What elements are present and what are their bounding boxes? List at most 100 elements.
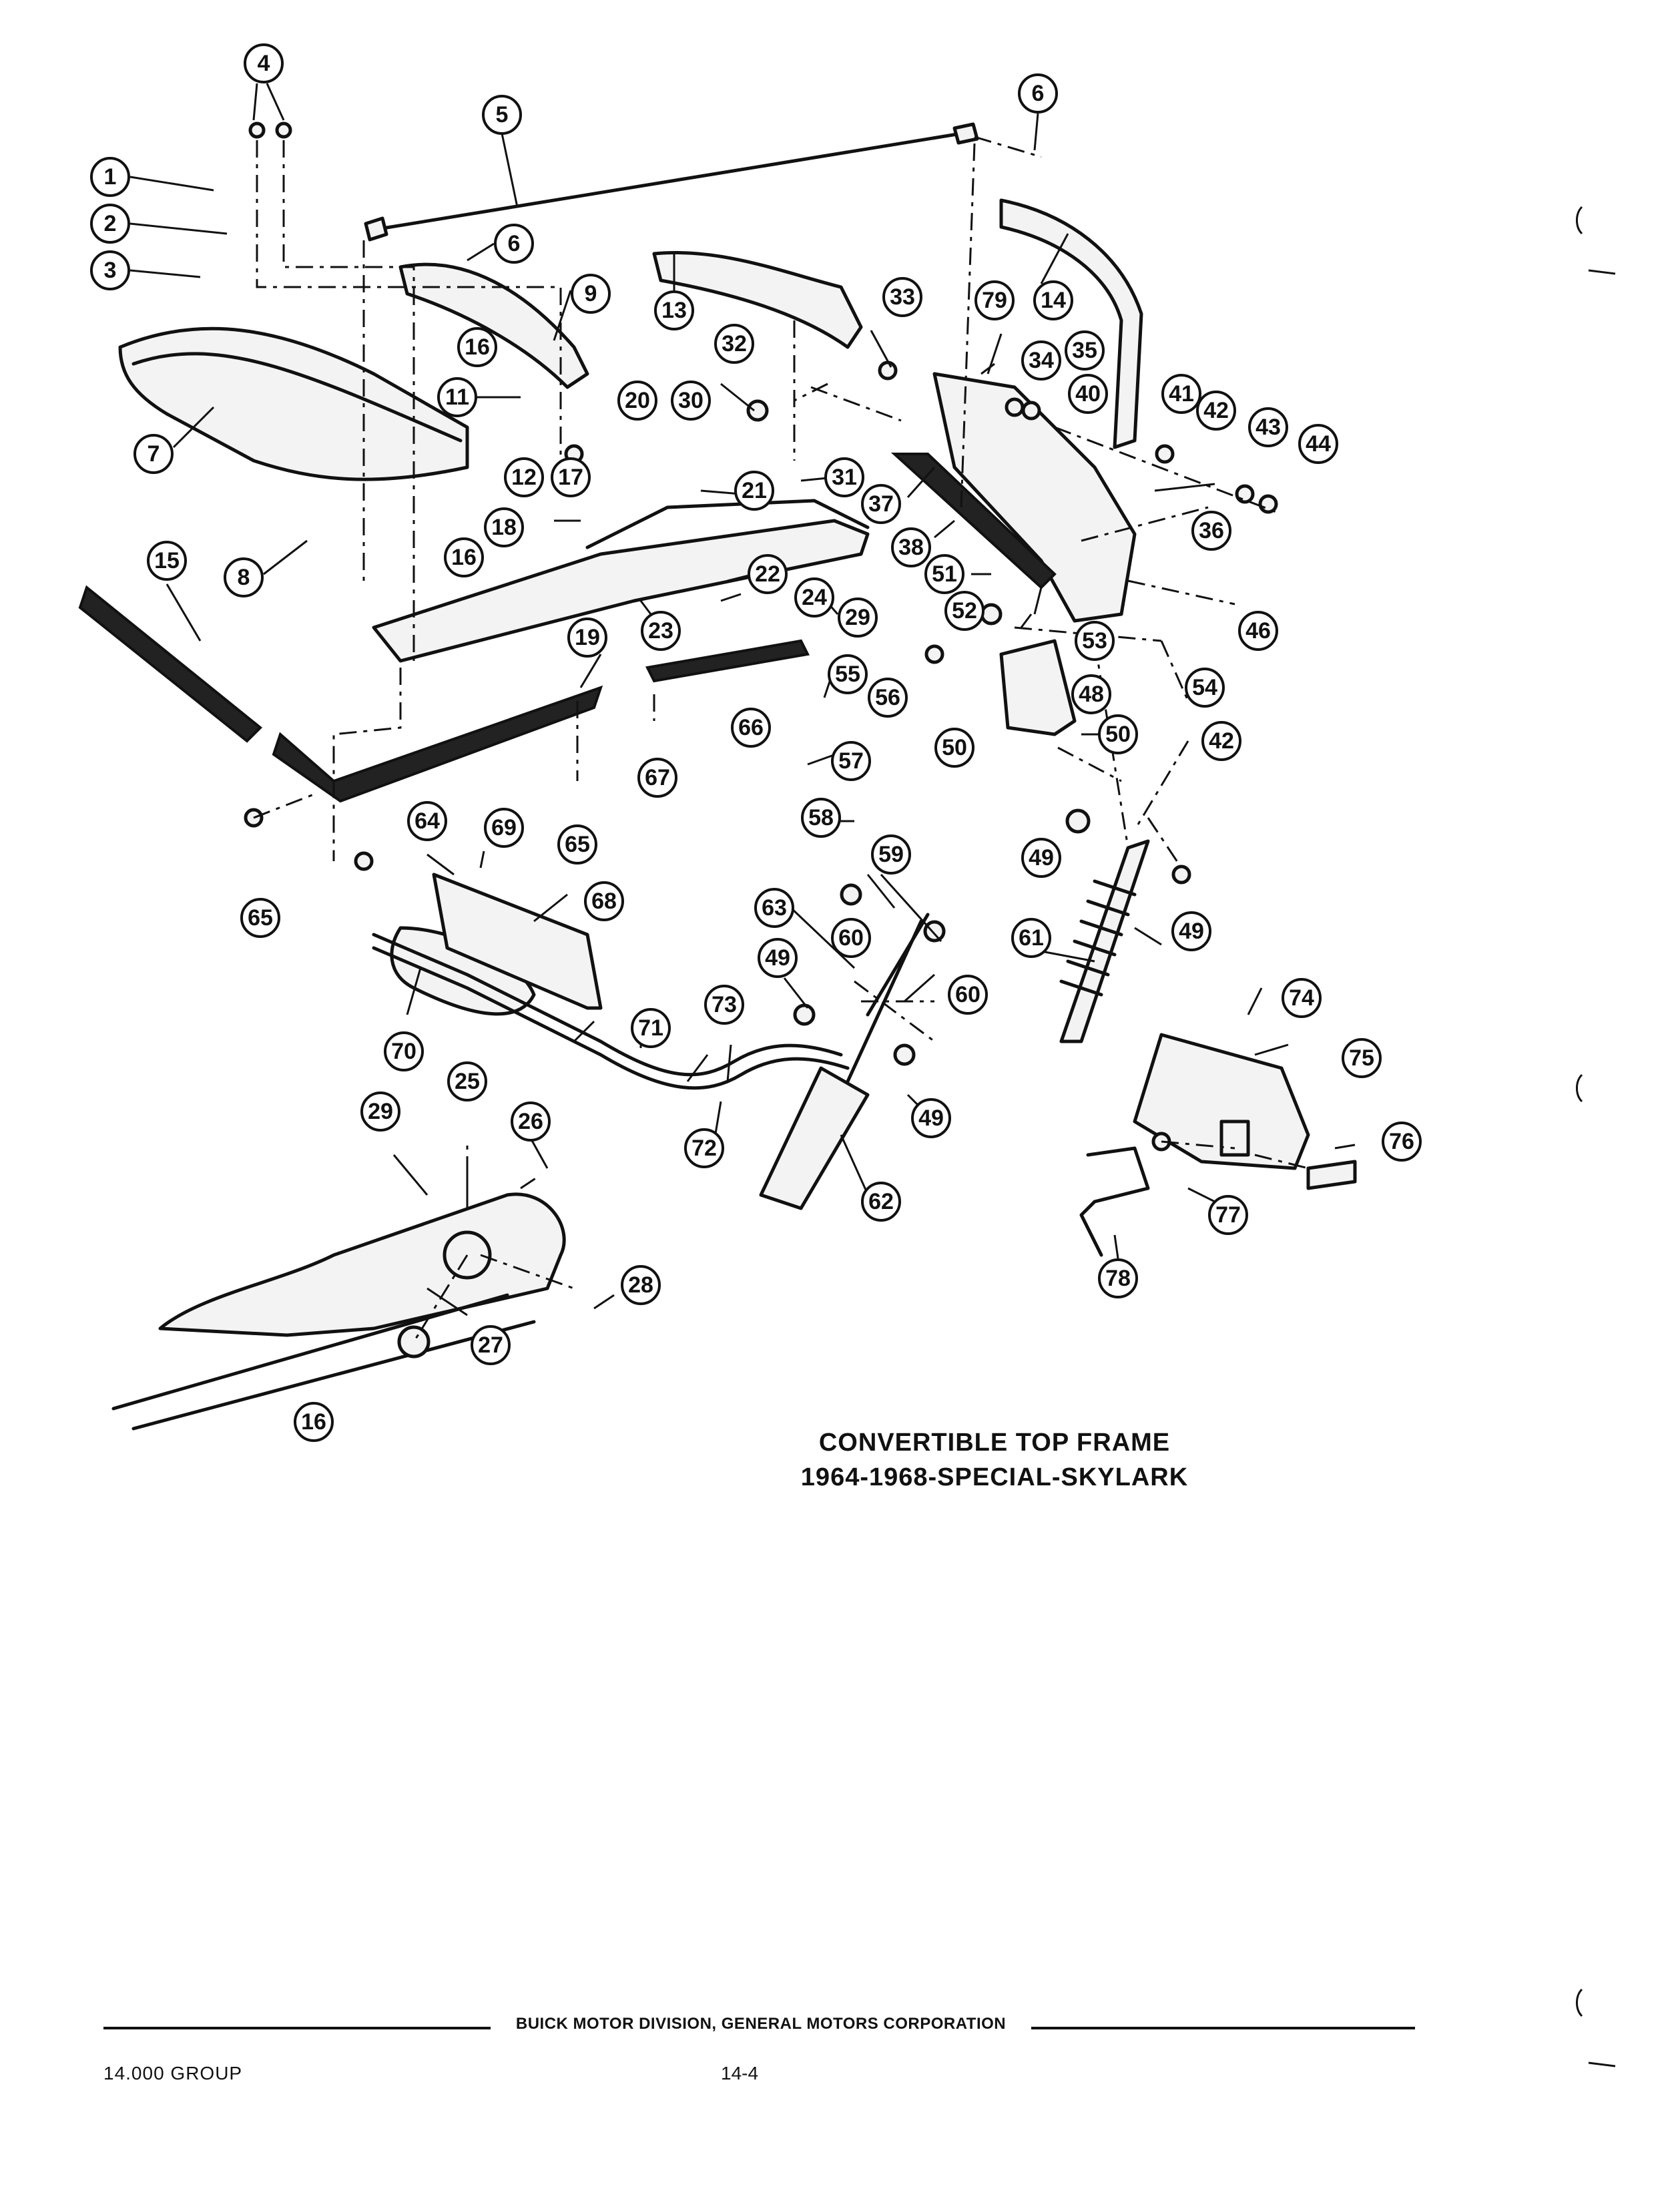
svg-text:56: 56: [875, 685, 900, 710]
callout-37: 37: [861, 484, 901, 524]
svg-text:31: 31: [832, 465, 857, 490]
svg-text:16: 16: [451, 545, 477, 570]
callout-11: 11: [437, 377, 477, 417]
link-rod: [866, 913, 930, 1017]
svg-text:77: 77: [1215, 1202, 1241, 1228]
callout-49-center: 49: [758, 938, 798, 978]
callout-3: 3: [90, 250, 130, 290]
svg-text:5: 5: [496, 102, 509, 128]
side-rail-front: [398, 262, 589, 389]
svg-text:20: 20: [625, 388, 650, 413]
svg-text:34: 34: [1029, 348, 1054, 373]
callout-44: 44: [1298, 424, 1338, 464]
svg-text:50: 50: [942, 735, 967, 760]
callout-38: 38: [891, 527, 931, 567]
callout-31: 31: [824, 457, 864, 497]
callout-28: 28: [621, 1265, 661, 1305]
svg-text:14: 14: [1041, 288, 1066, 313]
svg-text:53: 53: [1082, 628, 1107, 654]
callout-53: 53: [1075, 621, 1115, 661]
svg-text:66: 66: [738, 715, 764, 740]
svg-text:35: 35: [1072, 338, 1097, 363]
callout-16-lower: 16: [294, 1402, 334, 1442]
callout-77: 77: [1208, 1195, 1248, 1235]
callout-54: 54: [1185, 668, 1225, 708]
svg-text:19: 19: [575, 625, 600, 650]
svg-text:74: 74: [1289, 985, 1314, 1011]
bracket: [999, 639, 1077, 736]
svg-text:4: 4: [258, 51, 270, 76]
svg-text:49: 49: [918, 1106, 944, 1131]
switch-button: [1219, 1120, 1250, 1157]
svg-text:59: 59: [878, 842, 904, 867]
hydraulic-cylinder: [759, 1066, 870, 1210]
callout-75: 75: [1342, 1038, 1382, 1078]
callouts: 1 2 3 4 5 6 6 7 8 9 11 12 13 14 15 16 16…: [90, 43, 1422, 1442]
svg-text:2: 2: [104, 211, 117, 236]
hinge-detail: [158, 1192, 566, 1337]
callout-35: 35: [1065, 330, 1105, 371]
callout-16-middle: 16: [444, 537, 484, 577]
callout-13: 13: [654, 290, 694, 330]
svg-text:79: 79: [982, 288, 1007, 313]
svg-text:26: 26: [518, 1109, 543, 1134]
svg-text:37: 37: [868, 491, 894, 517]
svg-text:52: 52: [952, 598, 977, 624]
callout-61: 61: [1011, 918, 1051, 958]
callout-18: 18: [484, 507, 524, 547]
svg-text:48: 48: [1079, 682, 1104, 707]
callout-19: 19: [567, 618, 607, 658]
svg-text:7: 7: [148, 441, 160, 467]
callout-16-upper: 16: [457, 327, 497, 367]
callout-1: 1: [90, 157, 130, 197]
svg-text:72: 72: [691, 1136, 717, 1161]
svg-text:13: 13: [661, 298, 687, 323]
callout-50-right: 50: [1098, 714, 1138, 754]
callout-34: 34: [1021, 340, 1061, 381]
callout-68: 68: [584, 881, 624, 921]
svg-text:58: 58: [808, 805, 834, 830]
svg-text:46: 46: [1245, 618, 1271, 644]
callout-12: 12: [504, 457, 544, 497]
hydraulic-hoses: [372, 933, 843, 1077]
bushing: [397, 1325, 431, 1359]
svg-text:17: 17: [558, 465, 583, 490]
callout-48: 48: [1071, 674, 1111, 714]
rear-bow: [999, 198, 1143, 449]
callout-58: 58: [801, 798, 841, 838]
svg-text:18: 18: [491, 515, 517, 540]
svg-text:40: 40: [1075, 381, 1101, 407]
callout-42-upper: 42: [1196, 391, 1236, 431]
callout-76: 76: [1382, 1122, 1422, 1162]
callout-7: 7: [133, 434, 174, 474]
callout-41: 41: [1161, 374, 1201, 414]
svg-text:57: 57: [838, 748, 864, 774]
callout-49-cylinder: 49: [911, 1098, 951, 1138]
callout-6-upper: 6: [1018, 73, 1058, 113]
motor-cover: [432, 873, 603, 1010]
svg-text:38: 38: [898, 535, 924, 560]
weatherstrip-front: [78, 585, 262, 743]
callout-29-lower: 29: [360, 1091, 400, 1132]
callout-23: 23: [641, 611, 681, 651]
svg-text:44: 44: [1306, 431, 1331, 457]
svg-text:75: 75: [1349, 1045, 1374, 1071]
callout-78: 78: [1098, 1258, 1138, 1298]
callout-33: 33: [882, 277, 922, 317]
svg-text:12: 12: [511, 465, 537, 490]
svg-text:22: 22: [755, 561, 780, 587]
svg-text:62: 62: [868, 1189, 894, 1214]
callout-43: 43: [1248, 407, 1288, 447]
svg-text:71: 71: [638, 1015, 663, 1041]
callout-63: 63: [754, 888, 794, 928]
callout-leaders: [129, 83, 1356, 1316]
weatherstrip-center: [645, 639, 810, 683]
main-linkage: [372, 519, 870, 663]
callout-2: 2: [90, 204, 130, 244]
svg-text:49: 49: [765, 945, 790, 971]
svg-text:9: 9: [585, 281, 597, 306]
callout-5: 5: [482, 95, 522, 135]
svg-text:6: 6: [1032, 81, 1045, 106]
svg-text:25: 25: [455, 1069, 480, 1094]
callout-59: 59: [871, 834, 911, 875]
